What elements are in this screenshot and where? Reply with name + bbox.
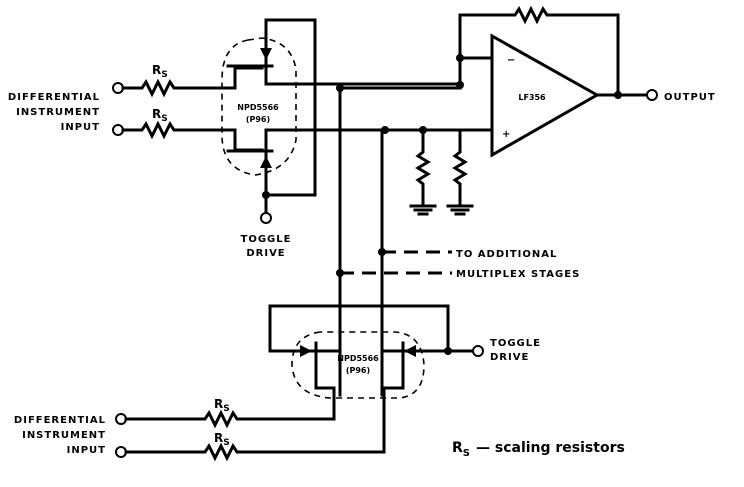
top-toggle-label-line2: DRIVE (246, 248, 285, 259)
top-rs-label-2: RS (152, 107, 168, 124)
top-input-label-line1: DIFFERENTIAL (8, 92, 100, 103)
legend-subscript: S (463, 448, 470, 459)
top-toggle-label-line1: TOGGLE (241, 234, 292, 245)
expansion-label-line1: TO ADDITIONAL (456, 249, 557, 260)
top-switch-drain-1 (264, 64, 342, 86)
ground-resistor-2 (452, 128, 468, 207)
bottom-switch-toggle-loop (268, 304, 450, 353)
bottom-input-labels: DIFFERENTIAL INSTRUMENT INPUT (14, 415, 106, 456)
bottom-switch-package: (P96) (346, 366, 370, 375)
bottom-switch-arrow-1 (300, 345, 312, 357)
feedback-resistor (458, 5, 620, 97)
bottom-rs-resistor-2 (124, 442, 386, 462)
opamp-lf356: − + LF356 (456, 5, 650, 158)
top-switch-package-outline (221, 37, 297, 176)
bottom-toggle-label-line1: TOGGLE (490, 338, 541, 349)
top-input-label-line3: INPUT (61, 122, 100, 133)
bottom-input-label-line1: DIFFERENTIAL (14, 415, 106, 426)
bottom-input-label-line2: INSTRUMENT (22, 430, 106, 441)
top-switch-toggle-loop (264, 18, 317, 197)
opamp-triangle (490, 33, 601, 158)
opamp-noninverting-sign: + (502, 129, 511, 140)
top-rs-resistor-1 (121, 66, 264, 98)
top-switch-package: (P96) (246, 115, 270, 124)
bottom-input-label-line3: INPUT (67, 445, 106, 456)
top-switch-arrow-1 (260, 48, 272, 60)
bottom-switch-package-outline (291, 331, 425, 399)
expansion-label-line2: MULTIPLEX STAGES (456, 269, 580, 280)
legend-text: — scaling resistors (476, 440, 625, 456)
output-label: OUTPUT (664, 92, 716, 103)
top-toggle-drive-terminal[interactable] (260, 212, 272, 224)
top-input-labels: DIFFERENTIAL INSTRUMENT INPUT (8, 92, 100, 133)
bottom-toggle-label-line2: DRIVE (490, 352, 529, 363)
top-input-label-line2: INSTRUMENT (16, 107, 100, 118)
top-switch-part: NPD5566 (237, 103, 279, 112)
top-rs-resistor-2 (121, 120, 264, 152)
top-switch-drain-2 (264, 128, 387, 153)
bottom-rs-label-2: RS (214, 431, 230, 448)
legend-symbol: R (452, 440, 463, 456)
bottom-switch-part: NPD5566 (337, 354, 379, 363)
bottom-rs-label-1: RS (214, 397, 230, 414)
legend: RS — scaling resistors (452, 440, 625, 459)
bottom-toggle-drive-terminal[interactable] (472, 345, 484, 357)
ground-resistor-1 (415, 128, 431, 207)
bottom-switch-arrow-2 (404, 345, 416, 357)
opamp-inverting-sign: − (507, 55, 516, 66)
bottom-switch-npd5566: NPD5566 (P96) (268, 304, 475, 454)
top-switch-arrow-2 (260, 156, 272, 168)
bottom-rs-resistor-1 (124, 409, 336, 429)
output-terminal[interactable] (646, 89, 658, 101)
top-rs-label-1: RS (152, 63, 168, 80)
top-switch-npd5566: NPD5566 (P96) (221, 18, 387, 215)
opamp-part: LF356 (518, 93, 546, 102)
